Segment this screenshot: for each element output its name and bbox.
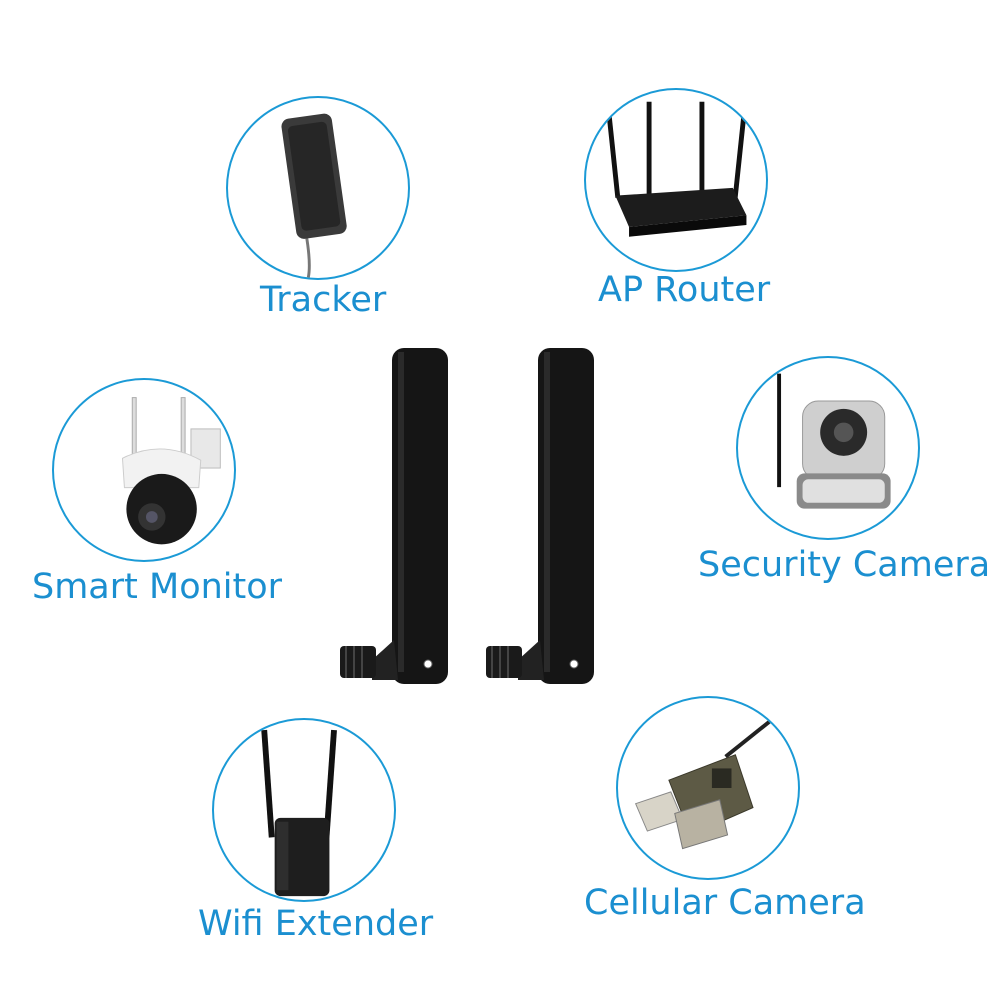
tracker-circle <box>226 96 410 280</box>
device-label-security-camera: Security Camera <box>698 545 991 585</box>
smart-monitor-circle <box>52 378 236 562</box>
router-circle <box>584 88 768 272</box>
tracker-icon <box>281 113 347 278</box>
wifi-extender-icon <box>261 729 337 897</box>
antenna-left <box>340 348 448 684</box>
cellular-camera-circle <box>616 696 800 880</box>
wifi-extender-circle <box>212 718 396 902</box>
antenna-pair-image <box>340 348 594 684</box>
antenna-right <box>486 348 594 684</box>
router-icon <box>606 101 747 237</box>
device-label-tracker: Tracker <box>260 280 387 320</box>
device-label-wifi-extender: Wifi Extender <box>198 904 434 944</box>
security-camera-circle <box>736 356 920 540</box>
device-label-ap-router: AP Router <box>598 270 771 310</box>
device-label-cellular-camera: Cellular Camera <box>584 883 866 923</box>
ptz-camera-icon <box>121 397 221 545</box>
security-camera-icon <box>777 373 891 509</box>
device-label-smart-monitor: Smart Monitor <box>32 567 283 607</box>
trail-camera-icon <box>634 716 776 850</box>
